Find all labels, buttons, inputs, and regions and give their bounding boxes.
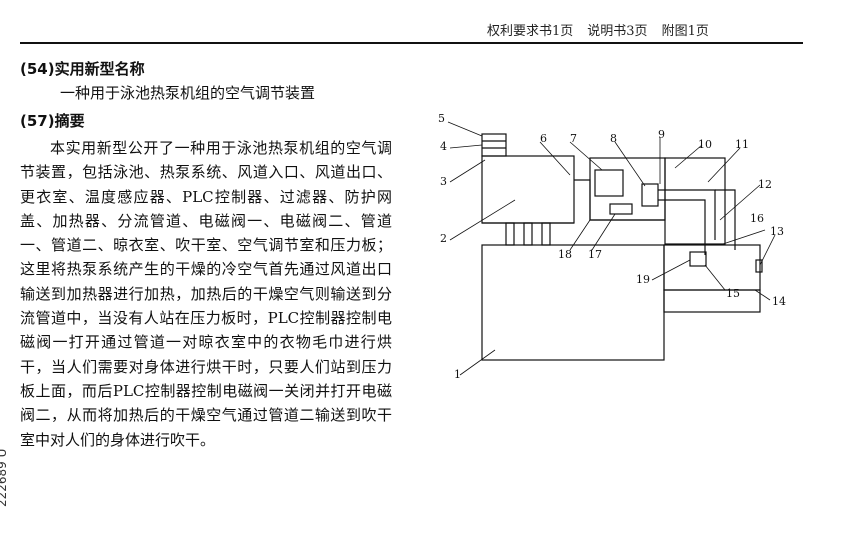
abstract-text: 本实用新型公开了一种用于泳池热泵机组的空气调节装置，包括泳池、热泵系统、风道入口…: [20, 139, 392, 449]
name-section-label: (54)实用新型名称: [20, 60, 145, 78]
sensor-shape: [609, 203, 633, 215]
label-8: 8: [610, 132, 617, 145]
pool-shape: [481, 244, 665, 361]
label-6: 6: [540, 132, 547, 145]
heat-pump-foot-2: [523, 222, 533, 246]
changing-room-shape: [589, 157, 666, 221]
label-12: 12: [758, 178, 772, 191]
device-diagram: 1 2 3 4 5 6 7 8 9 10 11 12 13 14 15 16 1…: [438, 112, 786, 381]
label-17: 17: [588, 248, 602, 261]
label-14: 14: [772, 295, 786, 308]
abstract-section-label: (57)摘要: [20, 112, 85, 130]
drying-room-shape: [664, 157, 726, 245]
label-5: 5: [438, 112, 445, 125]
label-4: 4: [440, 140, 447, 153]
filter-shape: [755, 259, 763, 273]
description-pages: 说明书3页: [587, 24, 648, 39]
label-10: 10: [698, 138, 712, 151]
drier-box-shape: [689, 251, 707, 267]
pipe-two-path: [715, 189, 736, 250]
claims-pages: 权利要求书1页: [487, 24, 574, 39]
label-19: 19: [636, 273, 650, 286]
controller-shape: [594, 169, 624, 197]
label-2: 2: [440, 232, 447, 245]
label-15: 15: [726, 287, 740, 300]
heat-pump-foot-3: [541, 222, 551, 246]
air-conditioning-room-shape: [663, 244, 761, 291]
label-3: 3: [440, 175, 447, 188]
label-13: 13: [770, 225, 784, 238]
utility-model-title: 一种用于泳池热泵机组的空气调节装置: [60, 84, 316, 102]
header-rule: [20, 42, 803, 44]
heat-pump-foot-1: [505, 222, 515, 246]
label-11: 11: [735, 138, 749, 151]
drawings-pages: 附图1页: [661, 24, 709, 39]
heat-pump-shape: [481, 155, 575, 224]
label-7: 7: [570, 132, 577, 145]
label-16: 16: [750, 212, 764, 225]
air-inlet-shape: [481, 133, 507, 157]
heater-shape: [641, 183, 659, 207]
pressure-plate-shape: [663, 289, 761, 313]
label-9: 9: [658, 128, 665, 141]
page-header: 权利要求书1页说明书3页附图1页: [487, 20, 723, 39]
label-18: 18: [558, 248, 572, 261]
side-publication-number: 222689 U: [0, 449, 9, 507]
label-1: 1: [454, 368, 461, 381]
